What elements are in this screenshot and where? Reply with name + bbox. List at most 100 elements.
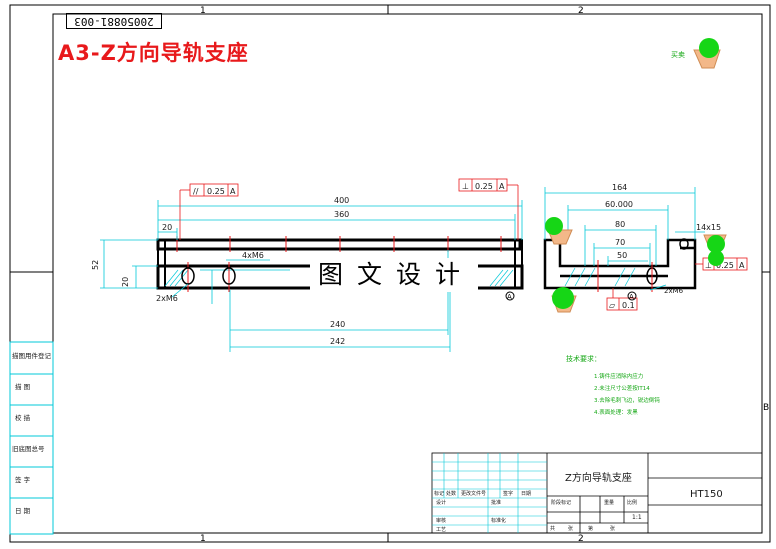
tb-label: 日期	[521, 491, 531, 497]
tb-label: 设计	[436, 499, 446, 506]
tech-note-line: 4.表面处理：发黑	[594, 408, 638, 416]
drawing-title: A3-Z方向导轨支座	[58, 41, 249, 65]
side-red-marks	[597, 260, 653, 292]
front-tol-parallel-value: 0.25	[207, 187, 225, 196]
tb-label: 标记	[434, 490, 444, 497]
drawing-stroke	[614, 267, 626, 287]
side-hatch	[564, 267, 636, 287]
tb-label: 阶段标记	[551, 499, 571, 506]
drawing-stroke	[494, 269, 509, 287]
drawing-stroke	[499, 269, 514, 287]
drawing-stroke	[431, 452, 763, 534]
front-datum-a: A	[507, 293, 512, 301]
watermark-label: 图文设计	[310, 258, 478, 292]
dim-14x15: 14x15	[696, 223, 721, 232]
dim-20-left: 20	[162, 223, 172, 232]
front-thread-hole	[222, 267, 236, 285]
drawing-stroke	[9, 341, 54, 535]
front-tolerance-parallel	[179, 183, 239, 240]
dim-4xm6: 4xM6	[242, 251, 264, 260]
drawing-stroke	[699, 38, 719, 58]
left-strip	[9, 341, 54, 535]
side-tol-perp-datum: A	[739, 261, 745, 270]
drawing-stroke	[574, 267, 586, 287]
tb-label: 比例	[627, 499, 637, 506]
tb-label: 签字	[503, 490, 513, 497]
side-view: ⊥ 0.25 A ▱ 0.1 A 164 60.000 80 70 50 14x…	[543, 183, 748, 311]
left-strip-label: 签 字	[15, 475, 31, 484]
dim-side-2xm6: 2xM6	[664, 287, 684, 295]
drawing-stroke	[169, 269, 184, 287]
left-strip-label: 描图用件登记	[12, 351, 52, 360]
side-dimension-lines	[544, 187, 705, 291]
front-top-wall	[156, 238, 522, 251]
left-strip-label: 日 期	[15, 507, 31, 515]
dim-164: 164	[612, 183, 627, 192]
left-strip-label: 校 描	[15, 413, 31, 422]
front-hole-marks	[176, 236, 502, 292]
drawing-stroke	[552, 287, 574, 309]
front-tol-perp-symbol: ⊥	[462, 182, 469, 191]
left-strip-label: 旧底图总号	[12, 444, 45, 453]
drawing-number: 20050881-003	[66, 13, 162, 29]
side-datum-a-marker	[627, 291, 637, 301]
badge-text: 买卖	[671, 51, 685, 59]
dim-52: 52	[91, 260, 100, 270]
side-tolerance-flat	[606, 288, 638, 311]
side-tol-perp-symbol: ⊥	[705, 261, 712, 270]
drawing-stroke	[164, 269, 179, 287]
drawing-stroke	[624, 267, 636, 287]
tb-label: 批准	[491, 499, 501, 506]
tb-label: 标准化	[491, 517, 506, 524]
dim-80: 80	[615, 220, 625, 229]
dim-60000: 60.000	[605, 200, 633, 209]
side-tol-flat-value: 0.1	[622, 301, 635, 310]
drawing-stroke	[584, 267, 596, 287]
tb-label: 张	[568, 525, 573, 532]
dim-50: 50	[617, 251, 627, 260]
dim-240: 240	[330, 320, 345, 329]
dim-242: 242	[330, 337, 345, 346]
zone-number-2-bottom: 2	[578, 534, 584, 544]
drawing-stroke	[171, 283, 189, 298]
front-tol-perp-value: 0.25	[475, 182, 493, 191]
drawing-stroke	[707, 235, 725, 253]
tb-label: 更改文件号	[461, 490, 486, 497]
tb-material: HT150	[690, 489, 723, 500]
tech-notes-heading: 技术要求：	[566, 354, 601, 363]
tb-label: 重量	[604, 499, 614, 506]
tech-note-line: 2.未注尺寸公差按IT14	[594, 384, 650, 392]
dim-20-base: 20	[121, 277, 130, 287]
side-datum-a: A	[629, 293, 634, 301]
side-tol-flat-symbol: ▱	[609, 301, 616, 310]
front-tol-perp-datum: A	[499, 182, 505, 191]
left-strip-label: 描 图	[15, 382, 30, 391]
tb-label: 处数	[446, 490, 456, 497]
tech-note-line: 1.铸件应消除内应力	[594, 372, 643, 380]
front-dimension-lines	[100, 200, 523, 352]
dim-2xm6: 2xM6	[156, 294, 178, 303]
drawing-stroke	[649, 284, 667, 291]
dim-70: 70	[615, 238, 625, 247]
tech-note-line: 3.去除毛刺飞边，锐边倒钝	[594, 396, 660, 404]
front-tolerance-perp	[458, 178, 519, 240]
dim-400: 400	[334, 196, 349, 205]
side-thread-hole	[679, 238, 689, 250]
tb-label: 共	[550, 525, 555, 532]
drawing-stroke	[545, 217, 563, 235]
outer-border	[9, 4, 771, 543]
inner-border	[52, 13, 763, 534]
front-tol-parallel-symbol: //	[193, 187, 199, 196]
drawing-stroke	[606, 297, 638, 311]
title-block	[431, 452, 763, 534]
tb-label: 张	[610, 525, 615, 532]
front-tol-parallel-datum: A	[230, 187, 236, 196]
green-overlay-blobs	[545, 38, 727, 313]
zone-number-1-bottom: 1	[200, 534, 206, 544]
tb-scale: 1:1	[632, 514, 642, 521]
title-block-grid	[432, 453, 547, 533]
dim-360: 360	[334, 210, 349, 219]
drawing-stroke	[489, 269, 504, 287]
side-tol-perp-value: 0.25	[716, 261, 734, 270]
